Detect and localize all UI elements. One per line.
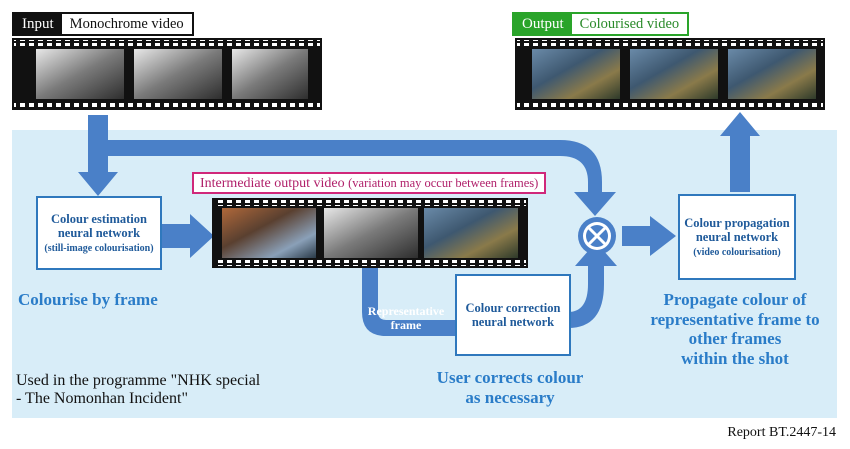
propagate-line-1: Propagate colour of xyxy=(663,290,807,309)
arrow-representative-frame xyxy=(362,262,456,336)
propagate-line-3: other frames xyxy=(688,329,782,349)
colour-propagation-box: Colour propagation neural network (video… xyxy=(678,194,796,280)
caption-colourise-by-frame: Colourise by frame xyxy=(18,290,158,309)
user-corrects-line-2: as necessary xyxy=(465,387,555,407)
arrow-propagation-to-output xyxy=(720,112,760,192)
input-tag-key: Input xyxy=(14,14,62,34)
output-frame-1 xyxy=(532,49,620,99)
representative-frame-label: Representative frame xyxy=(358,304,454,333)
input-frame-1 xyxy=(36,49,124,99)
correction-title-2: neural network xyxy=(471,315,555,329)
input-frame-2 xyxy=(134,49,222,99)
intermediate-frame-2 xyxy=(324,208,418,258)
arrow-input-down xyxy=(78,115,118,196)
propagation-subtitle: (video colourisation) xyxy=(693,246,781,258)
arrow-input-to-combiner xyxy=(108,140,616,216)
caption-propagate: Propagate colour of representative frame… xyxy=(628,290,842,368)
propagate-line-2: representative frame to xyxy=(650,309,820,329)
output-film-strip xyxy=(515,38,825,110)
input-tag-value: Monochrome video xyxy=(69,16,184,32)
caption-user-corrects: User corrects colour as necessary xyxy=(410,368,610,407)
output-frame-2 xyxy=(630,49,718,99)
intermediate-tag: Intermediate output video (variation may… xyxy=(192,172,547,194)
intermediate-film-strip xyxy=(212,198,528,268)
estimation-title-1: Colour estimation xyxy=(51,211,147,226)
input-frame-3 xyxy=(232,49,308,99)
input-tag: Input Monochrome video xyxy=(12,12,194,36)
estimation-subtitle: (still-image colourisation) xyxy=(44,242,154,254)
arrow-correction-to-combiner xyxy=(568,242,617,328)
representative-line-2: frame xyxy=(390,317,422,332)
intermediate-tag-main: Intermediate output video xyxy=(200,176,345,191)
output-tag-key: Output xyxy=(514,14,572,34)
intermediate-frame-1 xyxy=(222,208,316,258)
propagate-line-4: within the shot xyxy=(681,348,789,368)
representative-line-1: Representative xyxy=(367,304,445,318)
estimation-title-2: neural network xyxy=(57,226,141,241)
arrow-estimation-to-intermediate xyxy=(162,214,214,258)
colour-correction-box: Colour correction neural network xyxy=(455,274,571,356)
output-tag-value: Colourised video xyxy=(579,16,680,32)
propagation-title-2: neural network xyxy=(695,230,779,245)
correction-title-1: Colour correction xyxy=(465,300,561,315)
output-tag: Output Colourised video xyxy=(512,12,690,36)
programme-note-line-2: - The Nomonhan Incident" xyxy=(16,390,188,408)
programme-note: Used in the programme "NHK special - The… xyxy=(16,372,260,409)
output-frame-3 xyxy=(728,49,816,99)
input-film-strip xyxy=(12,38,322,110)
arrow-combiner-to-propagation xyxy=(622,216,676,256)
combiner-circle-icon xyxy=(578,217,616,255)
intermediate-tag-note: (variation may occur between frames) xyxy=(348,176,539,190)
programme-note-line-1: Used in the programme "NHK special xyxy=(16,372,261,389)
user-corrects-line-1: User corrects colour xyxy=(436,368,584,387)
colour-estimation-box: Colour estimation neural network (still-… xyxy=(36,196,162,270)
intermediate-frame-3 xyxy=(424,208,518,258)
report-label: Report BT.2447-14 xyxy=(727,425,836,440)
propagation-title-1: Colour propagation xyxy=(684,215,790,230)
